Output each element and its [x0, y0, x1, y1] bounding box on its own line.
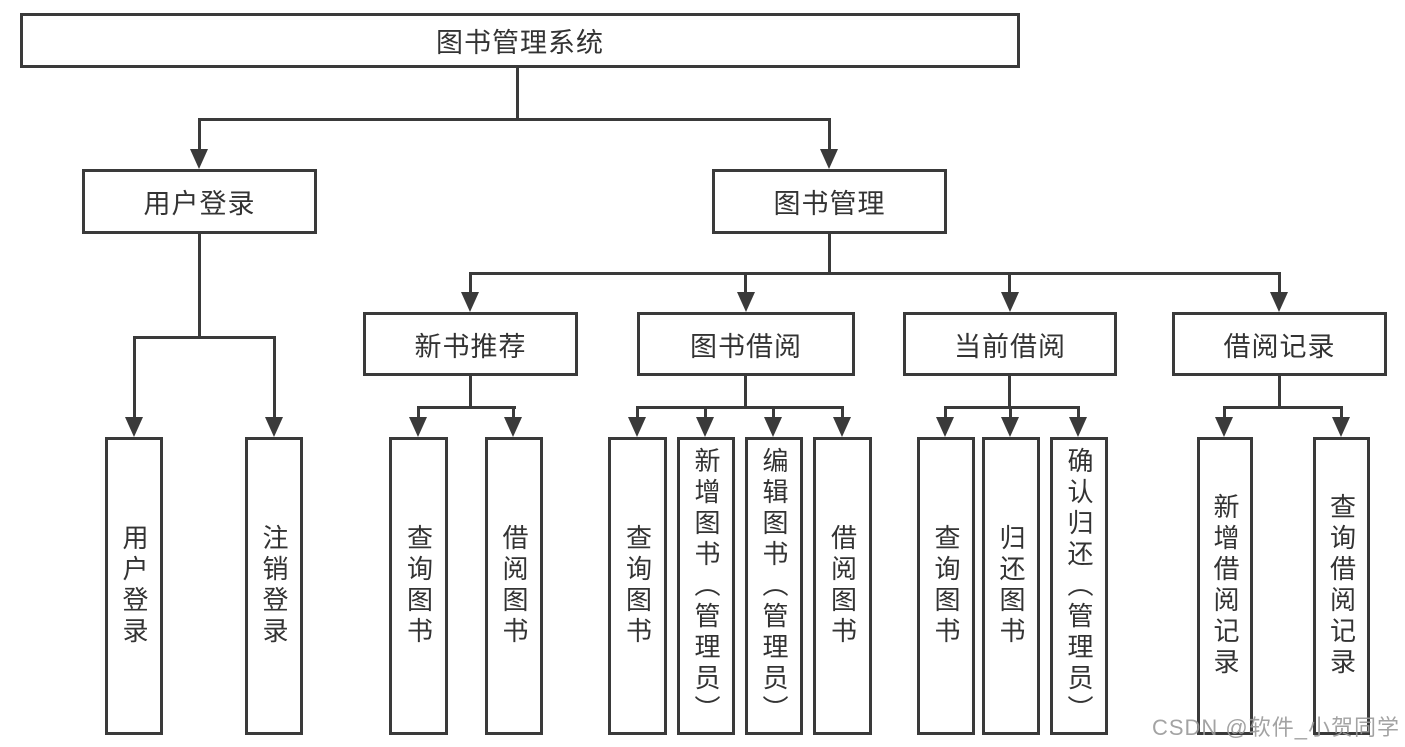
connector-line — [1223, 406, 1342, 409]
arrow-down-icon — [696, 417, 714, 437]
node-library-system-label: 图书管理系统 — [436, 28, 604, 58]
leaf-logout: 注销登录 — [245, 437, 303, 735]
connector-line — [417, 406, 420, 420]
connector-line — [841, 406, 844, 420]
arrow-down-icon — [190, 149, 208, 169]
arrow-down-icon — [1069, 417, 1087, 437]
arrow-down-icon — [1001, 292, 1019, 312]
connector-line — [744, 376, 747, 408]
connector-line — [944, 406, 1080, 409]
connector-line — [636, 406, 639, 420]
leaf-records-add-record: 新增借阅记录 — [1197, 437, 1253, 735]
connector-line — [1278, 376, 1281, 408]
connector-line — [1278, 272, 1281, 294]
leaf-records-query-record-label: 查询借阅记录 — [1326, 493, 1357, 679]
leaf-borrowing-edit-books-admin-label: 编辑图书（管理员） — [759, 446, 789, 726]
connector-line — [744, 272, 747, 294]
leaf-current-confirm-return-admin-label: 确认归还（管理员） — [1064, 446, 1094, 726]
arrow-down-icon — [504, 417, 522, 437]
connector-line — [636, 406, 844, 409]
connector-line — [198, 118, 831, 121]
leaf-current-return-books: 归还图书 — [982, 437, 1040, 735]
connector-line — [1223, 406, 1226, 420]
connector-line — [516, 68, 519, 121]
node-borrow-records-label: 借阅记录 — [1223, 331, 1336, 362]
connector-line — [1340, 406, 1343, 420]
connector-line — [198, 234, 201, 338]
arrow-down-icon — [737, 292, 755, 312]
leaf-user-login-label: 用户登录 — [119, 524, 149, 648]
connector-line — [1008, 272, 1011, 294]
connector-line — [512, 406, 515, 420]
leaf-borrowing-borrow-books-label: 借阅图书 — [827, 524, 858, 648]
leaf-borrowing-query-books: 查询图书 — [608, 437, 667, 735]
leaf-current-query-books: 查询图书 — [917, 437, 975, 735]
arrow-down-icon — [125, 417, 143, 437]
node-borrow-records: 借阅记录 — [1172, 312, 1387, 376]
leaf-recommend-query-books-label: 查询图书 — [403, 524, 434, 648]
node-new-book-recommend-label: 新书推荐 — [414, 331, 527, 362]
connector-line — [1009, 406, 1012, 420]
connector-line — [828, 234, 831, 274]
arrow-down-icon — [1332, 417, 1350, 437]
arrow-down-icon — [833, 417, 851, 437]
node-book-borrowing-label: 图书借阅 — [690, 331, 802, 362]
leaf-current-return-books-label: 归还图书 — [996, 524, 1026, 648]
leaf-borrowing-edit-books-admin: 编辑图书（管理员） — [745, 437, 803, 735]
connector-line — [772, 406, 775, 420]
connector-line — [133, 336, 136, 420]
connector-line — [469, 376, 472, 408]
node-current-borrowing: 当前借阅 — [903, 312, 1117, 376]
connector-line — [944, 406, 947, 420]
leaf-current-query-books-label: 查询图书 — [931, 524, 961, 648]
leaf-borrowing-add-books-admin-label: 新增图书（管理员） — [691, 446, 721, 726]
connector-line — [469, 272, 472, 294]
node-user-login-label: 用户登录 — [143, 189, 256, 219]
node-book-borrowing: 图书借阅 — [637, 312, 855, 376]
leaf-recommend-query-books: 查询图书 — [389, 437, 448, 735]
watermark: CSDN @软件_小贺同学 — [1151, 715, 1400, 740]
node-book-management-label: 图书管理 — [773, 189, 886, 219]
connector-line — [1077, 406, 1080, 420]
leaf-current-confirm-return-admin: 确认归还（管理员） — [1050, 437, 1108, 735]
arrow-down-icon — [628, 417, 646, 437]
connector-line — [273, 336, 276, 420]
arrow-down-icon — [764, 417, 782, 437]
node-user-login: 用户登录 — [82, 169, 317, 234]
arrow-down-icon — [1215, 417, 1233, 437]
node-library-system: 图书管理系统 — [20, 13, 1020, 68]
leaf-recommend-borrow-books-label: 借阅图书 — [499, 524, 529, 648]
arrow-down-icon — [1270, 292, 1288, 312]
leaf-borrowing-add-books-admin: 新增图书（管理员） — [677, 437, 735, 735]
arrow-down-icon — [1001, 417, 1019, 437]
arrow-down-icon — [936, 417, 954, 437]
node-new-book-recommend: 新书推荐 — [363, 312, 578, 376]
connector-line — [417, 406, 516, 409]
arrow-down-icon — [461, 292, 479, 312]
node-current-borrowing-label: 当前借阅 — [954, 331, 1066, 362]
connector-line — [198, 118, 201, 152]
leaf-logout-label: 注销登录 — [259, 524, 289, 648]
arrow-down-icon — [265, 417, 283, 437]
leaf-borrowing-query-books-label: 查询图书 — [622, 524, 653, 648]
leaf-borrowing-borrow-books: 借阅图书 — [813, 437, 872, 735]
arrow-down-icon — [409, 417, 427, 437]
connector-line — [133, 336, 276, 339]
connector-line — [469, 272, 1281, 275]
connector-line — [828, 118, 831, 152]
arrow-down-icon — [820, 149, 838, 169]
connector-line — [1008, 376, 1011, 408]
leaf-records-query-record: 查询借阅记录 — [1313, 437, 1370, 735]
leaf-records-add-record-label: 新增借阅记录 — [1210, 493, 1240, 679]
node-book-management: 图书管理 — [712, 169, 947, 234]
leaf-user-login: 用户登录 — [105, 437, 163, 735]
leaf-recommend-borrow-books: 借阅图书 — [485, 437, 543, 735]
connector-line — [704, 406, 707, 420]
